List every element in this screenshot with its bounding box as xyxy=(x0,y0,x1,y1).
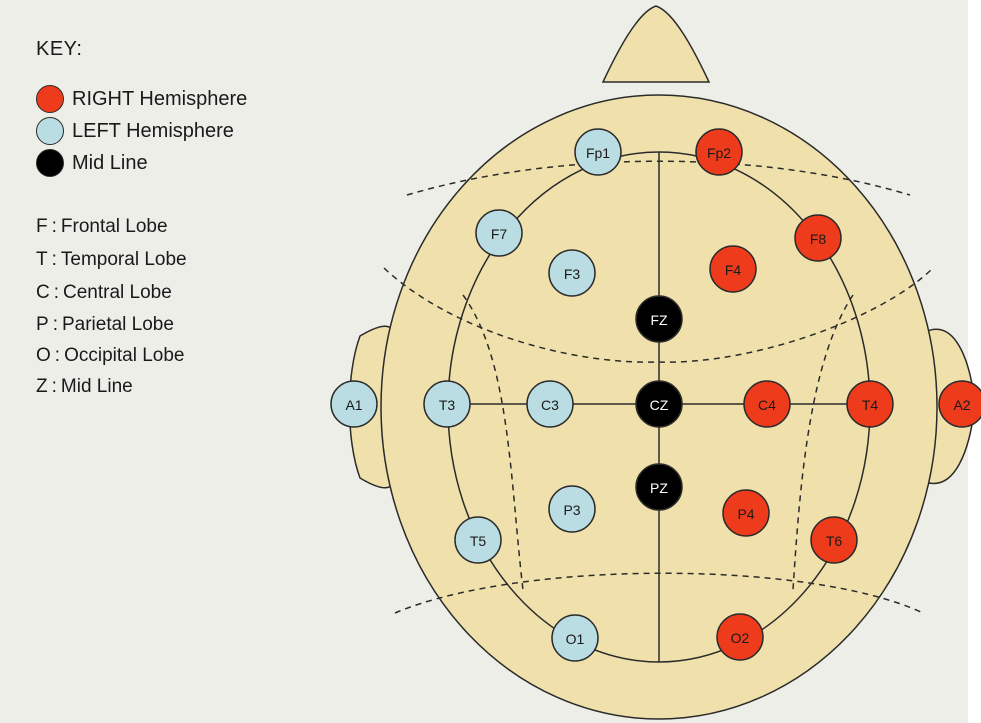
electrode-label: T3 xyxy=(439,397,456,413)
electrode-label: A2 xyxy=(953,397,970,413)
electrode-fp1: Fp1 xyxy=(575,129,621,175)
lobe-name: Frontal Lobe xyxy=(61,216,168,237)
electrode-label: FZ xyxy=(650,312,668,328)
electrode-label: T6 xyxy=(826,533,843,549)
red-circle-icon xyxy=(36,85,64,113)
lobe-name: Occipital Lobe xyxy=(64,345,184,366)
lobe-letter: P xyxy=(36,314,49,335)
black-circle-icon xyxy=(36,149,64,177)
electrode-label: F3 xyxy=(564,266,581,282)
key-entry-left: LEFT Hemisphere xyxy=(36,116,234,146)
electrode-a2: A2 xyxy=(939,381,981,427)
electrode-f4: F4 xyxy=(710,246,756,292)
electrode-pz: PZ xyxy=(636,464,682,510)
light-blue-circle-icon xyxy=(36,117,64,145)
lobe-letter: Z xyxy=(36,376,48,397)
lobe-name: Mid Line xyxy=(61,376,133,397)
electrode-p3: P3 xyxy=(549,486,595,532)
lobe-name: Temporal Lobe xyxy=(61,249,187,270)
key-label-right: RIGHT Hemisphere xyxy=(72,88,247,111)
lobe-letter: T xyxy=(36,249,48,270)
electrode-label: C3 xyxy=(541,397,559,413)
electrode-label: O2 xyxy=(731,630,750,646)
electrode-label: C4 xyxy=(758,397,776,413)
electrode-fz: FZ xyxy=(636,296,682,342)
key-entry-mid: Mid Line xyxy=(36,148,148,178)
electrode-label: T4 xyxy=(862,397,879,413)
key-title: KEY: xyxy=(36,38,82,61)
lobe-name: Parietal Lobe xyxy=(62,314,174,335)
lobe-row-midline: Z:Mid Line xyxy=(36,376,133,398)
electrode-fp2: Fp2 xyxy=(696,129,742,175)
electrode-o1: O1 xyxy=(552,615,598,661)
lobe-row-temporal: T:Temporal Lobe xyxy=(36,249,187,271)
electrode-label: F8 xyxy=(810,231,827,247)
electrode-label: T5 xyxy=(470,533,487,549)
electrode-label: F7 xyxy=(491,226,508,242)
electrode-label: A1 xyxy=(345,397,362,413)
key-label-mid: Mid Line xyxy=(72,152,148,175)
electrode-label: P3 xyxy=(563,502,580,518)
background-border-right xyxy=(968,0,981,723)
electrode-label: Fp1 xyxy=(586,145,610,161)
electrode-label: CZ xyxy=(650,397,669,413)
lobe-row-central: C:Central Lobe xyxy=(36,282,172,304)
electrode-t3: T3 xyxy=(424,381,470,427)
electrode-t4: T4 xyxy=(847,381,893,427)
electrode-cz: CZ xyxy=(636,381,682,427)
electrode-t5: T5 xyxy=(455,517,501,563)
lobe-letter: F xyxy=(36,216,48,237)
electrode-f8: F8 xyxy=(795,215,841,261)
electrode-f7: F7 xyxy=(476,210,522,256)
lobe-letter: C xyxy=(36,282,50,303)
electrode-label: Fp2 xyxy=(707,145,731,161)
electrode-c3: C3 xyxy=(527,381,573,427)
electrode-c4: C4 xyxy=(744,381,790,427)
lobe-row-parietal: P:Parietal Lobe xyxy=(36,314,174,336)
key-entry-right: RIGHT Hemisphere xyxy=(36,84,247,114)
electrode-a1: A1 xyxy=(331,381,377,427)
lobe-row-frontal: F:Frontal Lobe xyxy=(36,216,168,238)
electrode-label: P4 xyxy=(737,506,754,522)
lobe-name: Central Lobe xyxy=(63,282,172,303)
electrode-label: O1 xyxy=(566,631,585,647)
electrode-o2: O2 xyxy=(717,614,763,660)
electrode-label: F4 xyxy=(725,262,742,278)
electrode-p4: P4 xyxy=(723,490,769,536)
electrode-f3: F3 xyxy=(549,250,595,296)
electrode-label: PZ xyxy=(650,480,668,496)
lobe-letter: O xyxy=(36,345,51,366)
lobe-row-occipital: O:Occipital Lobe xyxy=(36,345,184,367)
key-label-left: LEFT Hemisphere xyxy=(72,120,234,143)
electrode-t6: T6 xyxy=(811,517,857,563)
